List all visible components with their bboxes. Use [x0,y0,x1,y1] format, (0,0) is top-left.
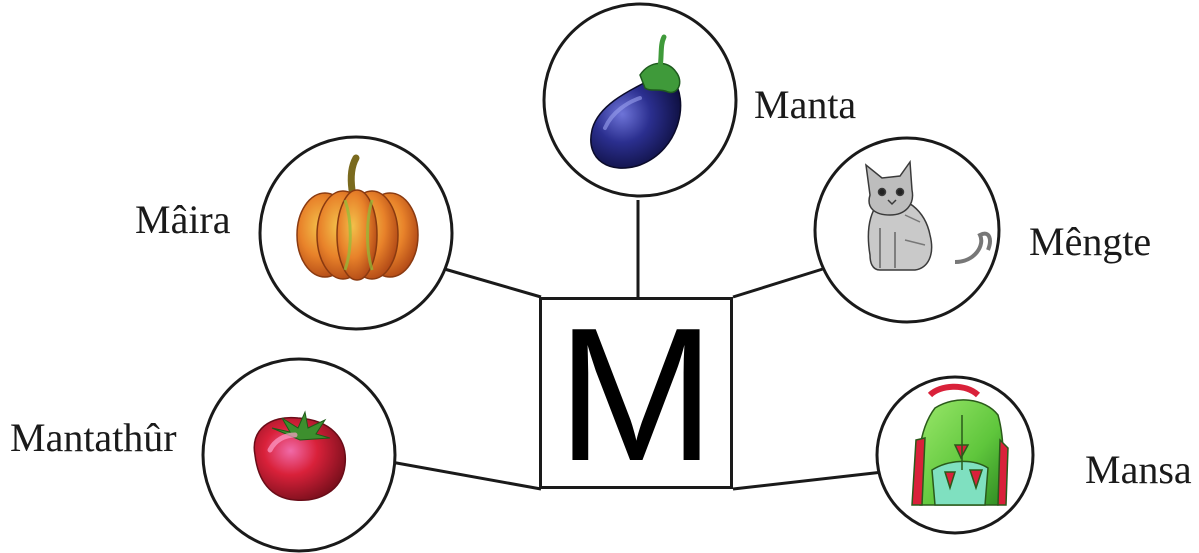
connector-mantathur [390,460,542,491]
center-letter: M [556,289,716,501]
center-letter-box: M [539,289,733,501]
word-label-maira: Mâira [135,197,231,242]
word-label-mantathur: Mantathûr [10,415,177,460]
connector-mengte [732,266,827,299]
word-label-mansa: Mansa [1085,447,1192,492]
word-label-mengte: Mêngte [1029,219,1152,264]
connector-maira [440,266,542,299]
school-backpack-icon [911,383,1009,506]
word-label-manta: Manta [754,82,857,127]
pumpkin-icon [296,154,419,281]
eggplant-icon [590,34,682,169]
connector-lines [390,200,884,491]
tomato-icon [253,410,347,501]
kitten-icon [865,159,992,271]
connector-mansa [732,470,884,491]
